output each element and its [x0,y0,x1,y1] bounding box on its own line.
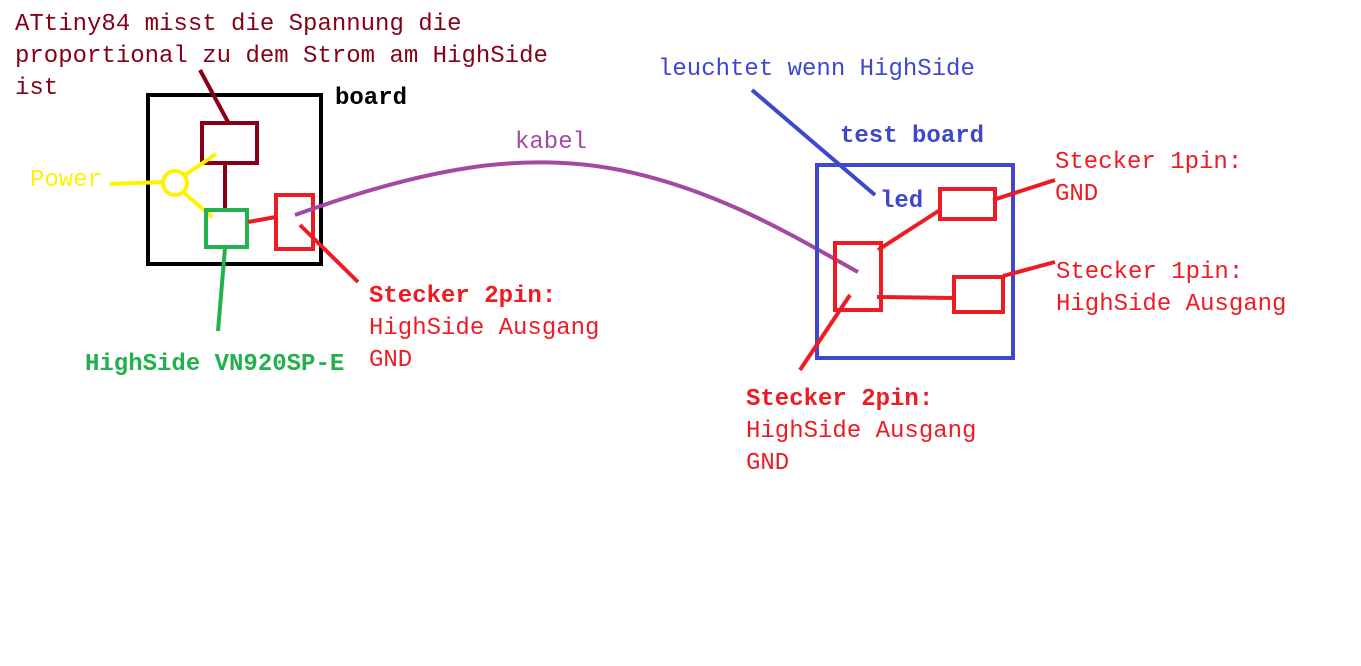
highside-label: HighSide VN920SP-E [85,351,344,378]
gnd-connector-line: GND [1055,181,1098,208]
gnd-connector-title: Stecker 1pin: [1055,149,1242,176]
test-connector-line-1: HighSide Ausgang [746,418,976,445]
test-board-outline [815,163,1015,360]
board-outline [146,93,323,266]
attiny-note-line-2: proportional zu dem Strom am HighSide [15,43,548,70]
power-wire [109,180,164,186]
led-note: leuchtet wenn HighSide [658,56,975,83]
gnd-connector-pointer [992,178,1056,202]
test-connector-line-2: GND [746,450,789,477]
highside-to-connector-wire [247,215,277,224]
test-connector [833,241,883,312]
attiny-chip [200,121,259,165]
test-board-label: test board [840,123,984,150]
attiny-note-line-3: ist [15,75,58,102]
highside-connector-title: Stecker 1pin: [1056,259,1243,286]
board-connector-line-2: GND [369,347,412,374]
highside-pointer [216,247,227,332]
led-label: led [880,188,923,215]
power-label: Power [30,167,102,194]
board-connector-title: Stecker 2pin: [369,283,556,310]
board-connector [274,193,315,251]
attiny-pointer [198,69,230,123]
test-to-highside-wire [876,295,955,300]
board-connector-pointer [298,223,360,284]
cable-label: kabel [515,129,587,156]
test-connector-title: Stecker 2pin: [746,386,933,413]
gnd-connector [938,187,997,221]
led-note-pointer [750,88,877,197]
test-to-gnd-wire [876,208,942,252]
test-connector-pointer [798,293,852,372]
board-connector-line-1: HighSide Ausgang [369,315,599,342]
cable [294,160,859,274]
attiny-note-line-1: ATtiny84 misst die Spannung die [15,11,461,38]
power-node [161,169,189,197]
highside-chip [204,208,249,249]
board-label: board [335,85,407,112]
highside-connector-line: HighSide Ausgang [1056,291,1286,318]
highside-connector-pointer [1002,260,1056,278]
power-to-attiny-wire [183,152,218,177]
highside-out-connector [952,275,1005,314]
